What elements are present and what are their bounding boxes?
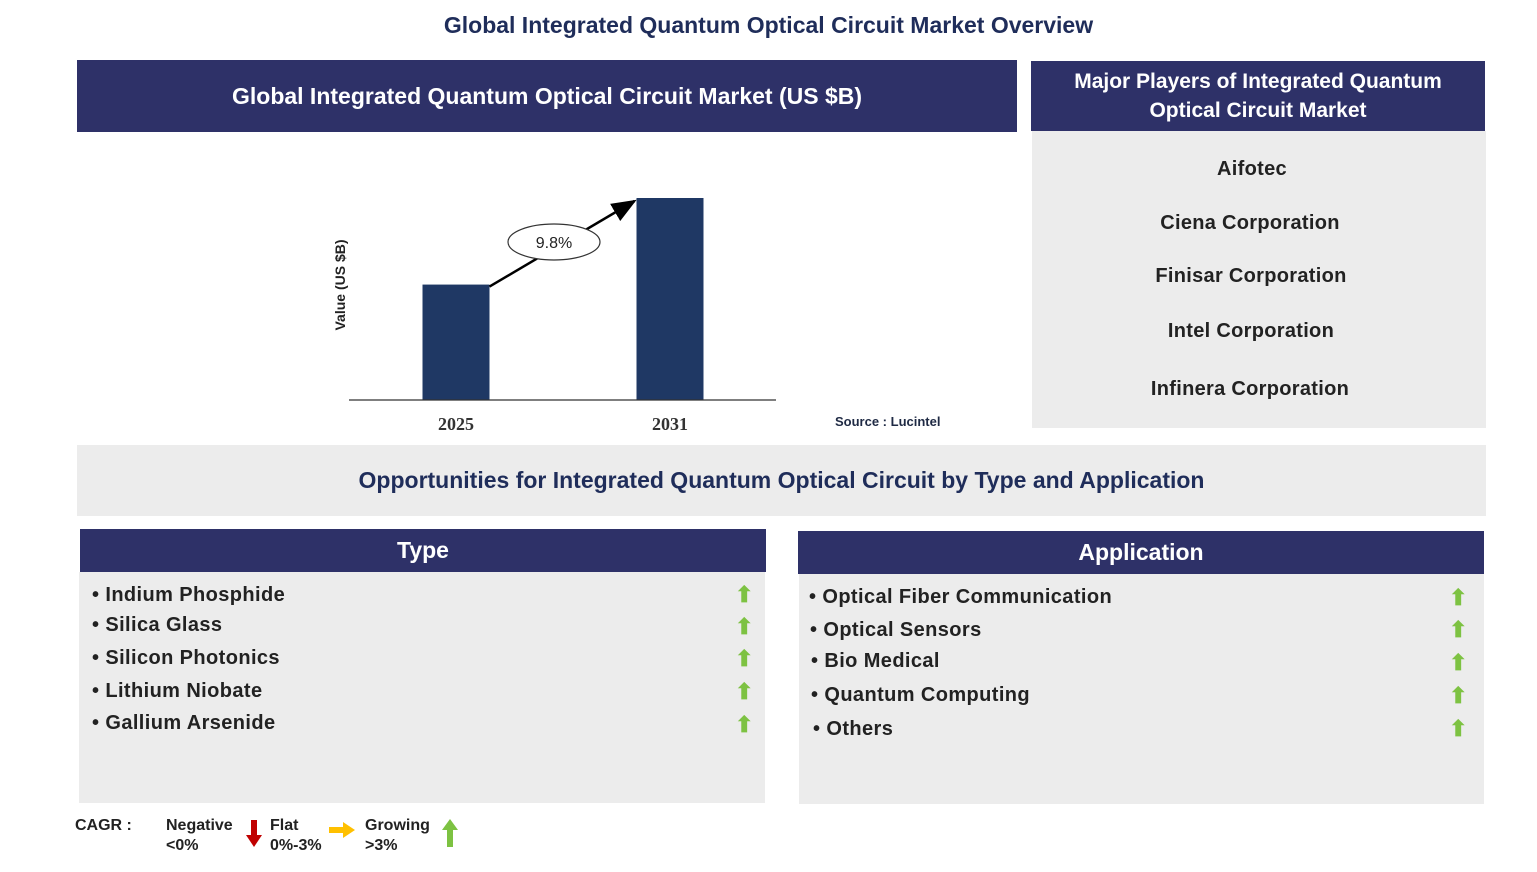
up-arrow-icon: ⬆ [1449, 585, 1468, 610]
up-arrow-icon: ⬆ [1449, 650, 1468, 675]
type-item: • Indium Phosphide [92, 584, 286, 606]
chart-source: Source : Lucintel [835, 414, 941, 429]
legend-flat: Flat 0%-3% [270, 816, 322, 856]
chart-panel-header: Global Integrated Quantum Optical Circui… [77, 60, 1017, 132]
up-arrow-icon: ⬆ [735, 679, 754, 704]
application-header: Application [798, 531, 1484, 574]
type-item: • Silicon Photonics [92, 647, 280, 669]
application-item: • Bio Medical [811, 650, 940, 672]
type-item: • Gallium Arsenide [92, 712, 276, 734]
legend-negative-range: <0% [166, 837, 199, 854]
player-name: Intel Corporation [1167, 320, 1335, 342]
application-item: • Optical Sensors [810, 619, 982, 641]
legend-growing-name: Growing [365, 817, 430, 834]
type-item: • Lithium Niobate [92, 680, 263, 702]
up-arrow-icon [442, 819, 458, 847]
application-item: • Quantum Computing [811, 684, 1031, 706]
bar-2025 [422, 284, 490, 400]
type-item: • Silica Glass [92, 614, 223, 636]
legend-flat-name: Flat [270, 817, 299, 834]
down-arrow-icon [246, 820, 262, 847]
opportunities-banner: Opportunities for Integrated Quantum Opt… [77, 445, 1486, 516]
legend-label: CAGR : [75, 817, 132, 834]
legend-flat-range: 0%-3% [270, 837, 322, 854]
up-arrow-icon: ⬆ [1449, 683, 1468, 708]
market-bar-chart: 9.8% Value (US $B) 2025 2031 [332, 198, 776, 434]
legend-growing-range: >3% [365, 837, 398, 854]
player-name: Aifotec [1217, 158, 1287, 180]
application-item: • Others [813, 718, 894, 740]
up-arrow-icon: ⬆ [735, 582, 754, 607]
cagr-ellipse [507, 223, 601, 261]
type-header: Type [80, 529, 766, 572]
player-name: Ciena Corporation [1160, 212, 1340, 234]
up-arrow-icon: ⬆ [735, 614, 754, 639]
legend-negative: Negative <0% [166, 816, 233, 856]
type-panel: • Indium Phosphide • Silica Glass • Sili… [79, 572, 765, 803]
x-tick-label: 2025 [438, 414, 474, 434]
player-name: Finisar Corporation [1155, 265, 1347, 287]
right-arrow-icon [329, 822, 355, 838]
x-tick-label: 2031 [652, 414, 688, 434]
application-panel: • Optical Fiber Communication • Optical … [799, 574, 1484, 804]
players-panel: Aifotec Ciena Corporation Finisar Corpor… [1032, 131, 1486, 428]
y-axis-label: Value (US $B) [332, 239, 348, 330]
legend-negative-name: Negative [166, 817, 233, 834]
page-title: Global Integrated Quantum Optical Circui… [443, 12, 1094, 38]
player-name: Infinera Corporation [1150, 378, 1350, 400]
up-arrow-icon: ⬆ [1449, 617, 1468, 642]
legend-growing: Growing >3% [365, 816, 430, 856]
cagr-annotation: 9.8% [536, 235, 572, 252]
players-header: Major Players of Integrated Quantum Opti… [1031, 61, 1485, 131]
up-arrow-icon: ⬆ [1449, 716, 1468, 741]
up-arrow-icon: ⬆ [735, 712, 754, 737]
application-item: • Optical Fiber Communication [809, 586, 1113, 608]
up-arrow-icon: ⬆ [735, 646, 754, 671]
bar-2031 [636, 198, 704, 400]
